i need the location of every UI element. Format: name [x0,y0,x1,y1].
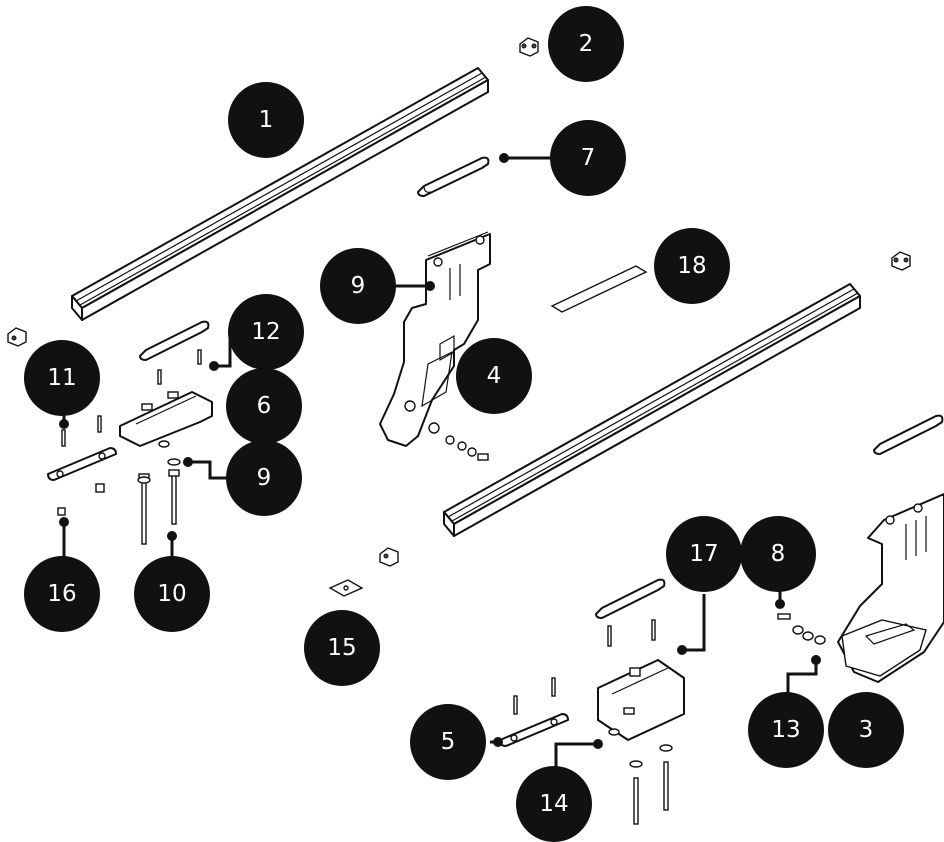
foot-base-bottom [597,659,685,741]
svg-text:10: 10 [157,581,186,607]
callout: 6 [226,368,302,444]
svg-text:2: 2 [579,31,594,57]
callout: 15 [304,610,380,686]
callout: 18 [654,228,730,304]
callout: 10 [134,556,210,632]
svg-text:11: 11 [47,365,76,391]
svg-text:7: 7 [581,145,596,171]
svg-text:6: 6 [257,393,272,419]
bolts-bottom [513,619,673,825]
crossbar-rail-upper [71,67,489,321]
callout: 1 [228,82,304,158]
callout: 12 [228,294,304,370]
callout: 11 [24,340,100,416]
callout: 7 [550,120,626,196]
callout: 2 [548,6,624,82]
link-plate-bottom [499,713,569,747]
end-cap-left [7,327,27,347]
svg-text:3: 3 [859,717,874,743]
spacer-plate-top [417,156,490,197]
bolts-right [777,613,826,645]
callout: 5 [410,704,486,780]
callout: 14 [516,766,592,842]
svg-text:1: 1 [259,107,274,133]
callout: 13 [748,692,824,768]
spacer-plate-bottom [595,578,666,619]
tower-bracket-right [837,493,944,683]
callout: 3 [828,692,904,768]
small-pad [328,579,364,597]
tower-bracket [379,231,491,461]
end-cap-top [519,37,539,57]
end-cap-right [891,251,911,271]
link-plate-left [47,447,117,481]
callout: 8 [740,516,816,592]
svg-text:9: 9 [257,465,272,491]
svg-text:15: 15 [327,635,356,661]
svg-text:4: 4 [487,363,502,389]
bolts-left [57,349,202,545]
callout: 9 [226,440,302,516]
callout: 4 [456,338,532,414]
spacer-plate-left [139,320,210,361]
spacer-plate-right [873,414,944,455]
callout: 16 [24,556,100,632]
rubber-strip [550,265,648,313]
bracket-hardware [445,435,489,461]
svg-text:5: 5 [441,729,456,755]
foot-base-left [119,391,213,447]
svg-text:18: 18 [677,253,706,279]
end-cap-middle [379,547,399,567]
svg-text:14: 14 [539,791,568,817]
svg-text:12: 12 [251,319,280,345]
leader-lines [59,153,821,772]
svg-text:16: 16 [47,581,76,607]
svg-text:8: 8 [771,541,786,567]
callout: 17 [666,516,742,592]
svg-text:13: 13 [771,717,800,743]
callouts: 1 2 7 18 9 4 12 11 [24,6,904,842]
crossbar-rail-lower [443,283,861,537]
callout: 9 [320,248,396,324]
svg-text:9: 9 [351,273,366,299]
svg-text:17: 17 [689,541,718,567]
